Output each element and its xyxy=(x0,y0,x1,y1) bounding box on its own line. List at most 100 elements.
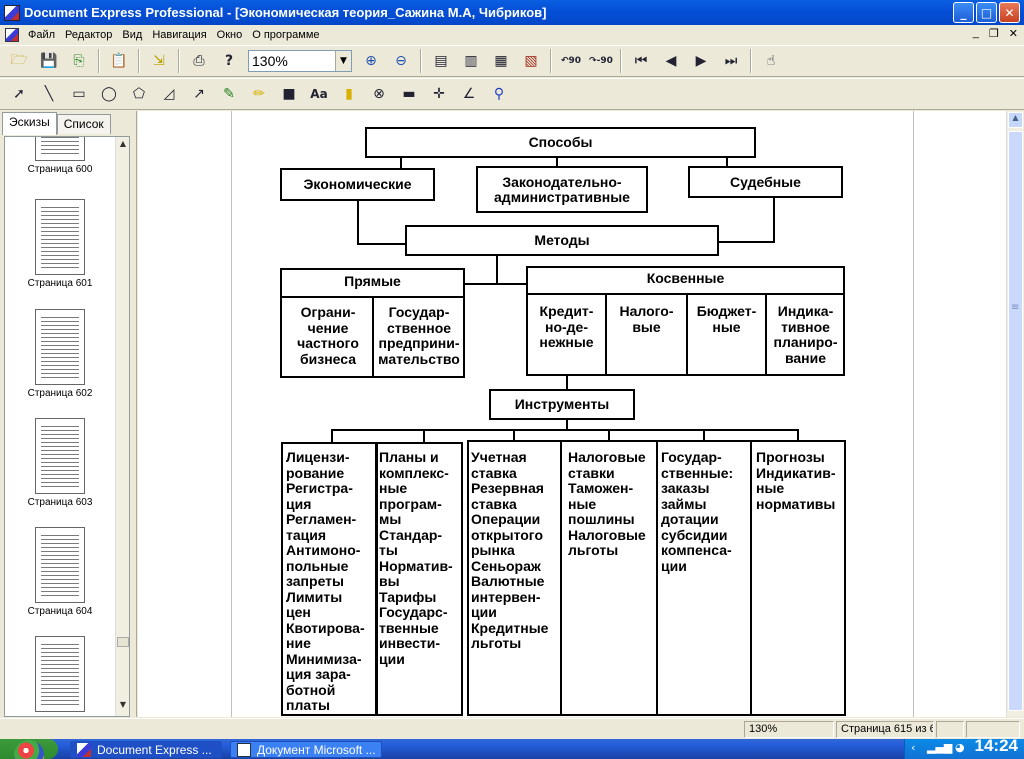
task-word-document[interactable]: Документ Microsoft ... xyxy=(230,741,382,758)
scan-icon[interactable]: ⎘ xyxy=(73,53,85,69)
toolbar-separator xyxy=(420,49,422,73)
page-preview xyxy=(35,418,85,494)
minimize-button[interactable]: _ xyxy=(953,2,974,23)
thumbnail-page[interactable]: Страница 603 xyxy=(5,418,115,508)
taskbar: Document Express ... Документ Microsoft … xyxy=(0,736,1024,759)
zoom-in-icon[interactable]: ⊕ xyxy=(365,53,377,69)
hand-tool-icon[interactable]: ☝ xyxy=(766,53,776,69)
menu-about[interactable]: О программе xyxy=(252,29,320,41)
help-icon[interactable]: ? xyxy=(224,53,234,69)
mdi-close-button[interactable]: ✕ xyxy=(1008,28,1018,40)
rotate-right-icon[interactable]: ↷-90 xyxy=(589,56,613,66)
actual-size-icon[interactable]: ▦ xyxy=(494,53,508,69)
save-icon[interactable]: 💾 xyxy=(40,53,58,69)
crosshair-icon[interactable]: ✛ xyxy=(433,86,445,102)
mdi-controls: _ ❐ ✕ xyxy=(973,27,1018,40)
page-props-icon[interactable]: ▧ xyxy=(524,53,538,69)
mdi-minimize-button[interactable]: _ xyxy=(972,27,979,39)
print-icon[interactable]: ⎙ xyxy=(193,53,205,69)
annotation-toolbar: ➚ ╲ ▭ ◯ ⬠ ◿ ↗ ✎ ✏ ■ Aa ▮ ⊗ ▬ ✛ ∠ ⚲ xyxy=(0,78,1024,110)
text-tool-icon[interactable]: Aa xyxy=(310,87,328,101)
zoom-select[interactable]: 130% ▼ xyxy=(248,50,352,72)
task-document-express[interactable]: Document Express ... xyxy=(70,741,222,758)
export-icon[interactable]: ⇲ xyxy=(153,53,165,69)
zoom-out-icon[interactable]: ⊖ xyxy=(395,53,407,69)
close-button[interactable]: ✕ xyxy=(999,2,1020,23)
thumbnail-page[interactable]: Страница 602 xyxy=(5,309,115,399)
thumbnail-label: Страница 604 xyxy=(27,606,93,617)
toolbar-separator xyxy=(620,49,622,73)
app-logo-icon xyxy=(4,4,20,21)
rotate-left-icon[interactable]: ↶90 xyxy=(560,56,582,66)
network-icon[interactable]: ◕ xyxy=(955,741,965,754)
thumbnail-page[interactable]: Страница 604 xyxy=(5,527,115,617)
task-label: Document Express ... xyxy=(97,742,212,757)
page-preview xyxy=(35,199,85,275)
pen-tool-icon[interactable]: ✎ xyxy=(223,86,235,102)
stamp-icon[interactable]: ⚲ xyxy=(493,86,505,102)
polyline-tool-icon[interactable]: ◿ xyxy=(163,86,175,102)
scroll-up-icon[interactable]: ▲ xyxy=(1008,112,1023,128)
thumbnail-page[interactable]: Страница 601 xyxy=(5,199,115,289)
chevron-down-icon[interactable]: ▼ xyxy=(335,51,351,71)
page-preview xyxy=(35,527,85,603)
menu-file[interactable]: Файл xyxy=(28,29,56,41)
system-tray: ‹ ▂▄▆ ◕ 14:24 xyxy=(904,736,1024,759)
fit-page-icon[interactable]: ▤ xyxy=(434,53,448,69)
signal-icon[interactable]: ▂▄▆ xyxy=(927,741,953,754)
ruler-icon[interactable]: ▬ xyxy=(402,86,416,102)
select-arrow-icon[interactable]: ➚ xyxy=(13,86,25,102)
scroll-thumb[interactable] xyxy=(117,637,129,647)
paste-icon[interactable]: 📋 xyxy=(110,53,128,69)
clock[interactable]: 14:24 xyxy=(974,736,1018,755)
document-icon xyxy=(237,742,251,757)
document-scrollbar[interactable]: ▲ xyxy=(1006,111,1024,717)
status-cell xyxy=(966,721,1020,738)
ellipse-tool-icon[interactable]: ◯ xyxy=(101,86,117,102)
first-page-icon[interactable]: ⏮ xyxy=(634,53,648,69)
open-folder-icon[interactable]: 🗁 xyxy=(10,52,28,68)
status-bar: 130% Страница 615 из 6 xyxy=(0,718,1024,739)
tray-arrow-icon[interactable]: ‹ xyxy=(911,741,916,754)
filled-rect-icon[interactable]: ■ xyxy=(282,86,296,102)
mdi-restore-button[interactable]: ❐ xyxy=(988,28,999,40)
line-tool-icon[interactable]: ╲ xyxy=(44,86,54,102)
highlighter-icon[interactable]: ✏ xyxy=(253,86,265,102)
prev-page-icon[interactable]: ◀ xyxy=(665,53,677,69)
angle-icon[interactable]: ∠ xyxy=(462,86,476,102)
next-page-icon[interactable]: ▶ xyxy=(695,53,707,69)
fit-width-icon[interactable]: ▥ xyxy=(464,53,478,69)
title-bar: Document Express Professional - [Экономи… xyxy=(0,0,1024,25)
rectangle-tool-icon[interactable]: ▭ xyxy=(72,86,86,102)
tab-list[interactable]: Список xyxy=(56,114,111,134)
thumbnail-page[interactable] xyxy=(5,636,115,712)
thumbnail-page[interactable]: Страница 600 xyxy=(5,137,115,175)
maximize-button[interactable]: □ xyxy=(976,2,997,23)
document-view[interactable] xyxy=(138,111,1006,717)
polygon-tool-icon[interactable]: ⬠ xyxy=(132,86,146,102)
menu-edit[interactable]: Редактор xyxy=(65,29,113,41)
zoom-value: 130% xyxy=(252,53,288,69)
menu-window[interactable]: Окно xyxy=(216,29,243,41)
menu-view[interactable]: Вид xyxy=(122,29,143,41)
status-zoom: 130% xyxy=(744,721,834,738)
page-preview xyxy=(35,309,85,385)
scroll-thumb[interactable] xyxy=(1008,131,1023,711)
panel-tabs: Эскизы Список xyxy=(2,112,111,135)
erase-icon[interactable]: ⊗ xyxy=(373,86,385,102)
scroll-up-icon[interactable]: ▲ xyxy=(119,139,127,148)
note-icon[interactable]: ▮ xyxy=(345,86,353,102)
thumbnail-list: Страница 600 Страница 601 Страница 602 С… xyxy=(4,136,130,717)
thumbnail-label: Страница 602 xyxy=(27,388,93,399)
document-icon[interactable] xyxy=(5,28,19,42)
thumbnail-scrollbar[interactable]: ▲ ▼ xyxy=(115,137,129,716)
tab-thumbnails[interactable]: Эскизы xyxy=(2,112,57,135)
scroll-down-icon[interactable]: ▼ xyxy=(119,700,127,709)
last-page-icon[interactable]: ⏭ xyxy=(724,53,738,69)
toolbar-separator xyxy=(750,49,752,73)
start-button[interactable] xyxy=(0,739,58,759)
menu-navigation[interactable]: Навигация xyxy=(152,29,207,41)
arrow-tool-icon[interactable]: ↗ xyxy=(193,86,205,102)
windows-logo-icon xyxy=(14,740,44,759)
